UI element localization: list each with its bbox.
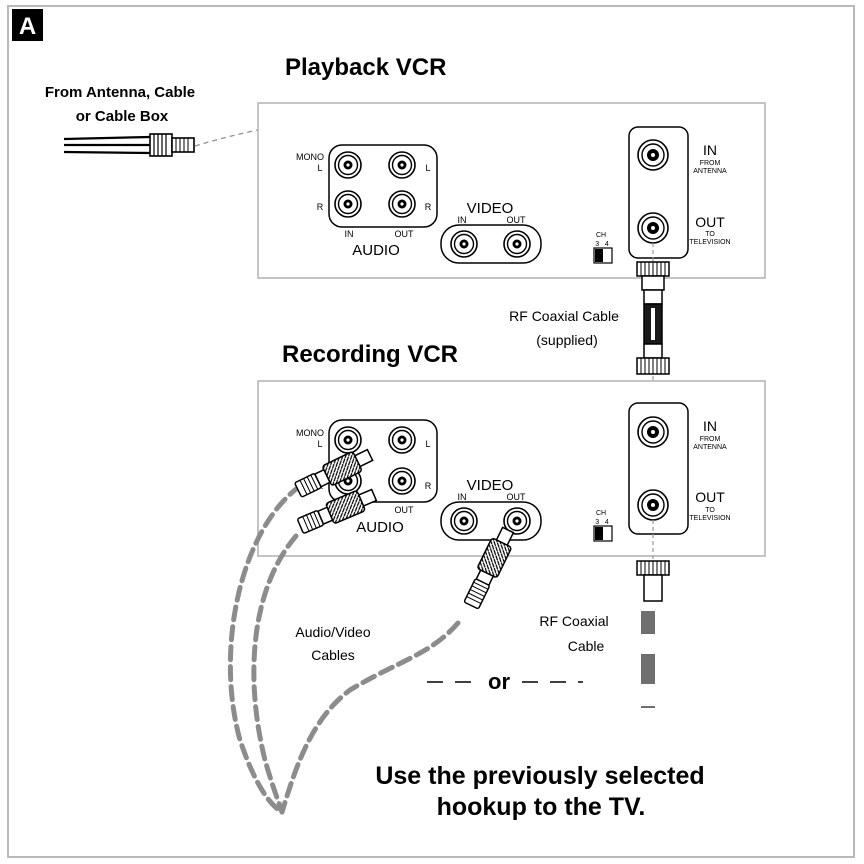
playback-audio-out-label: OUT [395,229,415,239]
playback-rf-in-sub1: FROM [700,160,721,167]
recording-rf-out-sub2: TELEVISION [689,515,730,522]
recording-rf-in-sub1: FROM [700,436,721,443]
recording-audio-title: AUDIO [356,519,404,536]
recording-vcr-title: Recording VCR [282,341,458,368]
recording-audio-l-left: L [317,439,322,449]
svg-text:3 4: 3 4 [595,519,609,526]
source-label-line1: From Antenna, Cable [45,84,195,101]
playback-audio-title: AUDIO [352,242,400,259]
recording-video-in-label: IN [458,492,467,502]
playback-mono-label: MONO [296,152,324,162]
footer-line1: Use the previously selected [375,762,704,790]
audio-video-cables [227,483,461,815]
playback-rf-panel [628,126,689,259]
playback-audio-r-right: R [425,202,432,212]
playback-video-jacks [440,224,542,264]
av-cables-line2: Cables [311,647,355,663]
antenna-cable [63,133,195,157]
rf-cable-supplied-line1: RF Coaxial Cable [509,308,619,324]
rf-cable-line2: Cable [568,638,605,654]
recording-rf-panel [628,402,689,535]
audio-plug-right [297,488,378,534]
figure-badge: A [12,9,43,41]
recording-rf-in-label: IN [703,418,717,434]
rf-cable-line1: RF Coaxial [539,613,608,629]
playback-audio-jacks [328,144,438,228]
svg-text:CH: CH [596,232,606,239]
rf-coaxial-cable-out [636,520,670,708]
playback-audio-in-label: IN [345,229,354,239]
source-label-line2: or Cable Box [76,108,169,125]
recording-mono-label: MONO [296,428,324,438]
recording-audio-l-right: L [425,439,430,449]
recording-rf-out-label: OUT [695,489,725,505]
svg-text:CH: CH [596,510,606,517]
audio-plug-left [294,448,374,498]
playback-rf-in-label: IN [703,142,717,158]
footer-line2: hookup to the TV. [437,793,646,821]
playback-video-out-label: OUT [507,215,527,225]
playback-rf-out-sub2: TELEVISION [689,239,730,246]
recording-video-jacks [440,501,542,541]
svg-text:3 4: 3 4 [595,241,609,248]
recording-rf-out-sub1: TO [705,507,715,514]
rf-coaxial-cable-supplied [636,243,670,385]
playback-rf-out-sub1: TO [705,231,715,238]
playback-rf-out-label: OUT [695,214,725,230]
playback-audio-l-left: L [317,163,322,173]
av-cables-line1: Audio/Video [295,624,370,640]
recording-audio-out-label: OUT [395,505,415,515]
playback-channel-switch: CH 3 4 [593,232,613,264]
playback-vcr-title: Playback VCR [285,54,446,81]
playback-rf-in-sub2: ANTENNA [693,168,727,175]
figure-frame [7,5,855,858]
video-plug [463,526,515,610]
recording-channel-switch: CH 3 4 [593,510,613,542]
badge-letter: A [19,13,36,40]
recording-audio-jacks [328,419,438,503]
recording-video-out-label: OUT [507,492,527,502]
or-text: or [488,669,510,694]
rf-cable-supplied-line2: (supplied) [536,332,597,348]
playback-audio-r-left: R [317,202,324,212]
recording-rf-in-sub2: ANTENNA [693,444,727,451]
playback-audio-l-right: L [425,163,430,173]
recording-audio-r-right: R [425,481,432,491]
recording-video-title: VIDEO [467,477,514,494]
playback-video-title: VIDEO [467,200,514,217]
playback-video-in-label: IN [458,215,467,225]
